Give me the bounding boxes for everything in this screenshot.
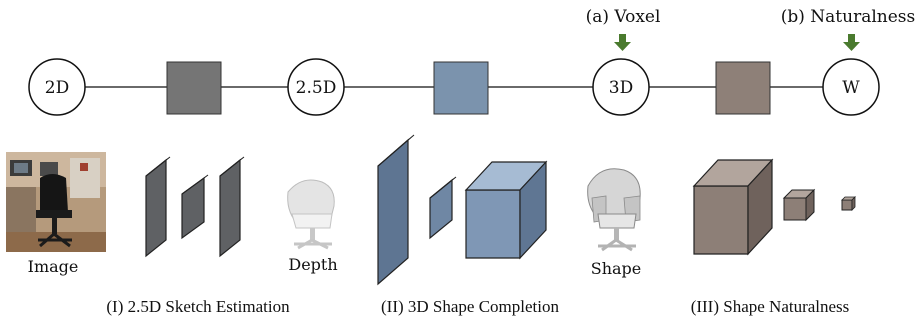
node-w: W	[822, 58, 880, 116]
sketch-net-slab-3	[219, 156, 245, 258]
completion-block	[433, 61, 489, 115]
sketch-net-slab-2	[181, 174, 209, 240]
node-w-label: W	[842, 78, 860, 98]
stage-sketch-label: (I) 2.5D Sketch Estimation	[106, 297, 290, 316]
naturalness-net-medium-cube	[782, 188, 816, 222]
input-photo	[6, 152, 106, 252]
voxel-loss-label: (a) Voxel	[586, 7, 661, 27]
sketch-block	[166, 61, 222, 115]
shape-label: Shape	[591, 259, 642, 278]
naturalness-net-small-cube	[841, 196, 856, 211]
node-2-5d-label: 2.5D	[296, 78, 337, 98]
naturalness-block	[715, 61, 771, 115]
shape-image	[587, 168, 641, 252]
sketch-net-slab-1	[145, 156, 171, 258]
node-2d: 2D	[28, 58, 86, 116]
naturalness-loss-label: (b) Naturalness	[781, 7, 916, 27]
node-3d: 3D	[592, 58, 650, 116]
completion-net-slab	[377, 134, 415, 286]
depth-image	[287, 179, 335, 250]
voxel-down-arrow-icon	[614, 34, 631, 51]
node-3d-label: 3D	[609, 78, 633, 98]
completion-net-small-slab	[429, 176, 457, 240]
naturalness-net-large-cube	[692, 158, 774, 256]
node-2d-label: 2D	[45, 78, 69, 98]
completion-net-cube	[464, 160, 548, 260]
depth-label: Depth	[288, 255, 337, 274]
stage-completion-label: (II) 3D Shape Completion	[381, 297, 559, 316]
image-label: Image	[28, 257, 79, 276]
stage-naturalness-label: (III) Shape Naturalness	[691, 297, 850, 316]
naturalness-down-arrow-icon	[843, 34, 860, 51]
node-2-5d: 2.5D	[287, 58, 345, 116]
